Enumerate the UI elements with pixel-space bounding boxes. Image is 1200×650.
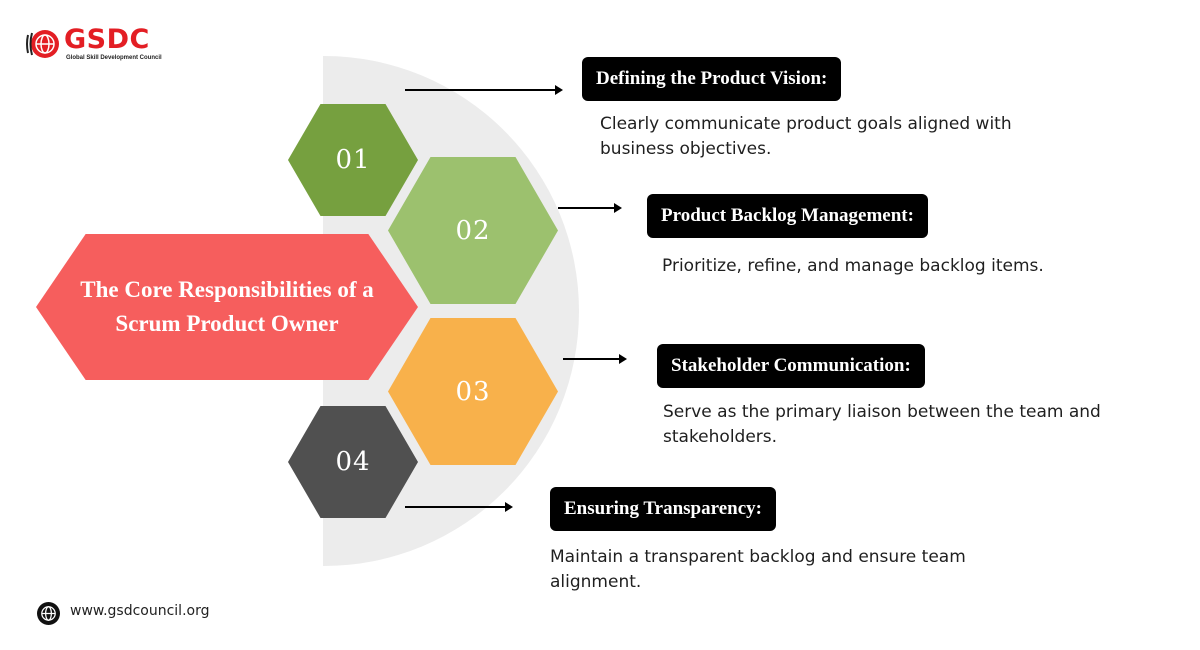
step-2-heading: Product Backlog Management: <box>647 194 928 238</box>
step-1-number: 01 <box>335 145 371 175</box>
step-4-number: 04 <box>335 447 371 477</box>
step-1-description: Clearly communicate product goals aligne… <box>600 114 1012 159</box>
logo-globe-icon <box>26 30 59 58</box>
step-1-arrow <box>405 85 563 95</box>
step-3-heading: Stakeholder Communication: <box>657 344 925 388</box>
step-3-description: Serve as the primary liaison between the… <box>663 402 1101 447</box>
logo-name: GSDC <box>64 24 150 55</box>
step-2-number: 02 <box>455 215 491 246</box>
step-3-number: 03 <box>455 376 491 407</box>
step-4-heading: Ensuring Transparency: <box>550 487 776 531</box>
step-4-description: Maintain a transparent backlog and ensur… <box>550 547 966 592</box>
step-1-heading: Defining the Product Vision: <box>582 57 842 101</box>
title-hexagon: The Core Responsibilities of a Scrum Pro… <box>36 234 418 380</box>
step-3-arrow <box>563 354 627 364</box>
gsdc-logo: GSDC Global Skill Development Council <box>26 24 176 64</box>
step-4-arrow <box>405 502 513 512</box>
logo-subtitle: Global Skill Development Council <box>66 55 162 61</box>
globe-icon <box>37 602 60 625</box>
website-link[interactable]: www.gsdcouncil.org <box>70 603 210 619</box>
diagram-title: The Core Responsibilities of a Scrum Pro… <box>80 277 374 336</box>
step-2-arrow <box>558 203 622 213</box>
step-2-description: Prioritize, refine, and manage backlog i… <box>662 256 1044 276</box>
